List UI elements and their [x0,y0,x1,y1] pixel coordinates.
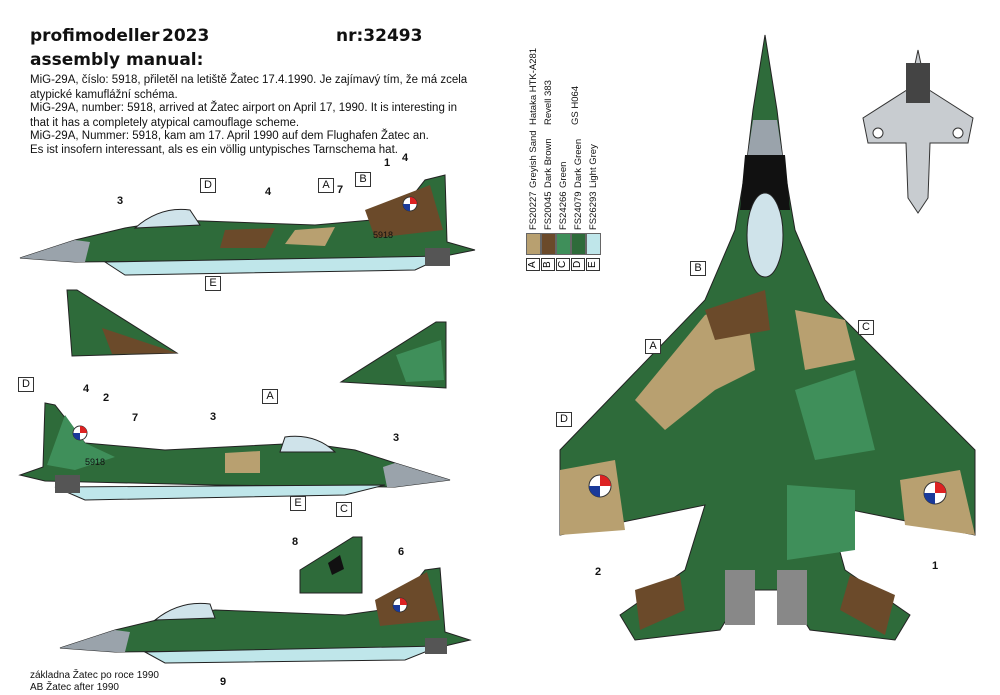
top-view [559,34,976,641]
tail-number-1: 5918 [373,230,393,240]
legend-col-revell: Revell 383 [543,80,554,125]
brand-name: profimodeller [30,26,160,46]
legend-letter-a: A [526,258,540,271]
swatch-a [526,233,541,255]
callout-3-side1: 3 [117,195,124,207]
callout-d-top: D [556,412,572,427]
callout-c-top: C [858,320,874,335]
callout-7-side1: 7 [337,184,344,196]
callout-b-1: B [355,172,371,187]
callout-c-2: C [336,502,352,517]
callout-7-side2: 7 [132,412,139,424]
underside-view [862,49,974,214]
side-profile-2: 5918 [18,402,451,501]
legend-name-a: Greyish Sand [528,130,539,188]
swatch-d [571,233,586,255]
fin-detail-8 [299,536,363,594]
desc-de-2: Es ist insofern interessant, als es ein … [30,144,398,156]
swatch-e [586,233,601,255]
desc-de-1: MiG-29A, Nummer: 5918, kam am 17. April … [30,130,429,142]
callout-1-a: 1 [384,157,391,169]
callout-d-1: D [200,178,216,193]
callout-b-top: B [690,261,706,276]
callout-e-1: E [205,276,221,291]
year: 2023 [162,26,210,46]
catalog-number: nr:32493 [336,26,423,46]
swatch-c [556,233,571,255]
manual-title: assembly manual: [30,50,204,70]
footer-cz: základna Žatec po roce 1990 [30,670,159,681]
callout-8: 8 [292,536,299,548]
callout-2-top: 2 [595,566,602,578]
legend-name-b: Dark Brown [543,138,554,188]
legend-col-hataka: Hataka HTK-A281 [528,47,539,125]
legend-fs-b: FS20045 [543,191,554,230]
callout-4-side2: 4 [83,383,90,395]
fin-left-view [66,289,179,357]
desc-en-1: MiG-29A, number: 5918, arrived at Žatec … [30,102,457,114]
callout-3-side2-b: 3 [393,432,400,444]
callout-a-top: A [645,339,661,354]
callout-3-side2-a: 3 [210,411,217,423]
tail-number-2: 5918 [85,457,105,467]
callout-a-1: A [318,178,334,193]
callout-9: 9 [220,676,227,688]
callout-e-2: E [290,496,306,511]
desc-cz-1: MiG-29A, číslo: 5918, přiletěl na letišt… [30,74,468,86]
fin-right-view [339,321,447,389]
legend-letter-b: B [541,258,555,271]
callout-6: 6 [398,546,405,558]
callout-1-top: 1 [932,560,939,572]
callout-d-2: D [18,377,34,392]
callout-4-side1: 4 [265,186,272,198]
desc-en-2: that it has a completely atypical camouf… [30,117,300,129]
side-profile-1: 5918 [19,174,476,276]
desc-cz-2: atypické kamuflážní schéma. [30,89,178,101]
callout-a-2: A [262,389,278,404]
callout-4-top: 4 [402,152,409,164]
legend-fs-a: FS20227 [528,191,539,230]
callout-2-side2: 2 [103,392,110,404]
side-profile-3 [59,567,472,664]
swatch-b [541,233,556,255]
footer-en: AB Žatec after 1990 [30,682,119,693]
